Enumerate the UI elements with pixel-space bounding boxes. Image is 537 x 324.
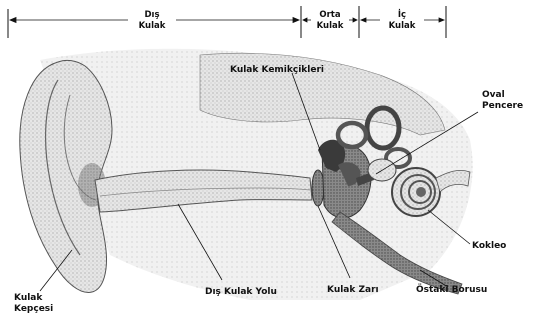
label-oval-window-line2: Pencere <box>482 101 523 111</box>
middle-ear-label-line1: Orta <box>319 10 340 20</box>
label-auricle-line1: Kulak <box>14 293 43 303</box>
middle-ear-label-line2: Kulak <box>317 21 344 31</box>
label-ear-canal: Dış Kulak Yolu <box>205 287 277 297</box>
inner-ear-label-line2: Kulak <box>389 21 416 31</box>
label-oval-window-line1: Oval <box>482 90 505 100</box>
label-cochlea: Kokleo <box>472 241 506 251</box>
label-eustachian-tube: Östaki Borusu <box>416 284 487 295</box>
outer-ear-label-line2: Kulak <box>139 21 166 31</box>
label-eardrum: Kulak Zarı <box>327 285 379 295</box>
outer-ear-label-line1: Dış <box>144 10 159 20</box>
inner-ear-label-line1: İç <box>398 9 406 20</box>
label-auricle-line2: Kepçesi <box>14 304 53 314</box>
ear-illustration <box>20 49 473 300</box>
label-ossicles: Kulak Kemikçikleri <box>230 65 324 75</box>
header-arrows <box>10 18 444 23</box>
cochlea-shape <box>392 168 440 216</box>
section-header: Dış Kulak Orta Kulak İç Kulak <box>8 6 446 38</box>
eardrum-shape <box>312 170 324 206</box>
